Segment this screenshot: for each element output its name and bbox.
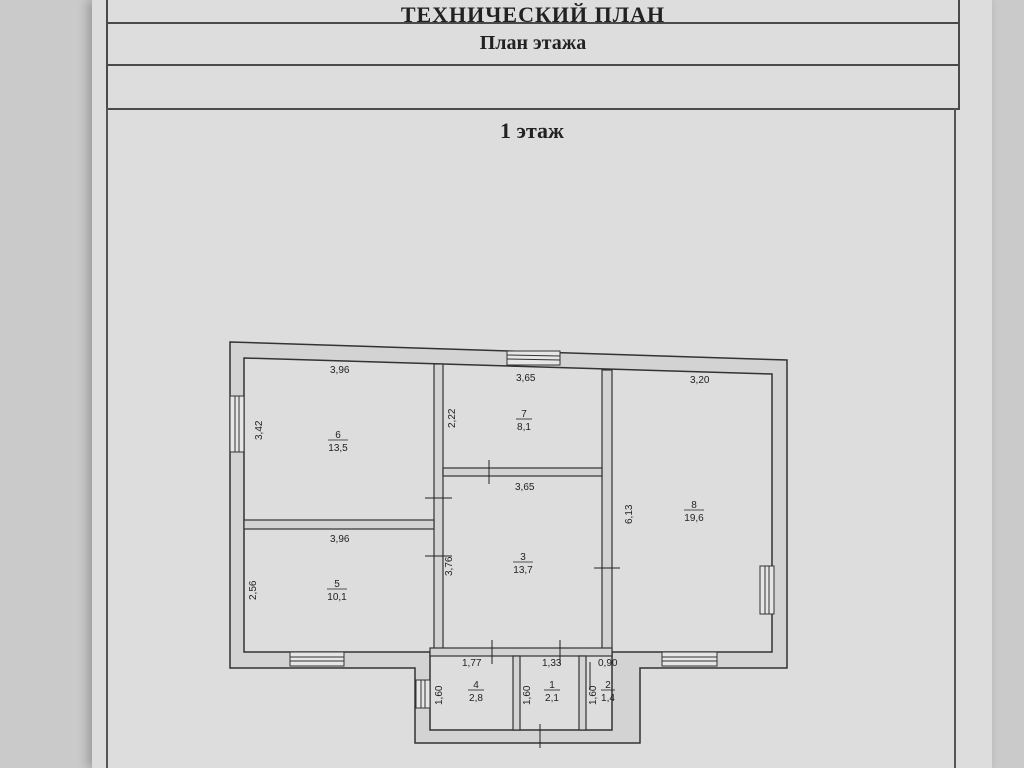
dim-room6-height: 3,42 bbox=[254, 420, 265, 440]
dim-room3-width: 3,65 bbox=[515, 482, 535, 493]
room-area: 2,8 bbox=[469, 693, 483, 704]
dim-room8-width: 3,20 bbox=[690, 375, 710, 386]
room-area: 8,1 bbox=[517, 422, 531, 433]
room-area: 10,1 bbox=[327, 592, 347, 603]
frame-border-left bbox=[106, 108, 108, 768]
window-left bbox=[229, 395, 245, 453]
interior-walls bbox=[243, 363, 613, 731]
window-bottom-right bbox=[661, 651, 718, 667]
frame-border-right bbox=[954, 108, 956, 768]
room-number: 8 bbox=[691, 500, 697, 511]
room-area: 19,6 bbox=[684, 513, 704, 524]
dim-room6-width: 3,96 bbox=[330, 365, 350, 376]
room-number: 6 bbox=[335, 430, 341, 441]
dim-room5-height: 2,56 bbox=[248, 580, 259, 600]
room-area: 13,5 bbox=[328, 443, 348, 454]
room-number: 7 bbox=[521, 409, 527, 420]
dim-room4-width: 1,77 bbox=[462, 658, 482, 669]
room-labels: 6 13,5 7 8,1 8 19,6 5 10,1 3 13,7 4 2,8 bbox=[327, 409, 704, 704]
dim-room3-height: 3,76 bbox=[444, 556, 455, 576]
room-number: 5 bbox=[334, 579, 340, 590]
header-divider bbox=[108, 64, 958, 66]
room-5: 5 10,1 bbox=[327, 579, 347, 603]
room-7: 7 8,1 bbox=[516, 409, 532, 433]
dim-room7-height: 2,22 bbox=[447, 408, 458, 428]
document-subtitle: План этажа bbox=[479, 32, 587, 54]
outer-walls bbox=[229, 341, 788, 744]
windows bbox=[229, 350, 775, 709]
room-2: 2 1,4 bbox=[601, 680, 615, 704]
room-3: 3 13,7 bbox=[513, 552, 533, 576]
header-box: ТЕХНИЧЕСКИЙ ПЛАН План этажа bbox=[106, 0, 960, 110]
room-number: 3 bbox=[520, 552, 526, 563]
dim-room5-width: 3,96 bbox=[330, 534, 350, 545]
window-top bbox=[506, 350, 561, 366]
room-1: 1 2,1 bbox=[544, 680, 560, 704]
dim-room2-height: 1,60 bbox=[588, 685, 599, 705]
header-divider bbox=[108, 22, 958, 24]
dim-room1-width: 1,33 bbox=[542, 658, 562, 669]
window-bottom-left bbox=[289, 651, 345, 667]
room-8: 8 19,6 bbox=[684, 500, 704, 524]
room-number: 2 bbox=[605, 680, 611, 691]
room-number: 1 bbox=[549, 680, 555, 691]
window-small-room bbox=[415, 679, 431, 709]
room-4: 4 2,8 bbox=[468, 680, 484, 704]
dimension-labels: 3,96 3,42 3,65 2,22 3,20 6,13 3,65 3,76 … bbox=[248, 365, 710, 705]
window-right bbox=[759, 565, 775, 615]
room-area: 2,1 bbox=[545, 693, 559, 704]
dim-room4-height: 1,60 bbox=[434, 685, 445, 705]
room-area: 13,7 bbox=[513, 565, 533, 576]
dim-room2-width: 0,90 bbox=[598, 658, 618, 669]
room-area: 1,4 bbox=[601, 693, 615, 704]
room-6: 6 13,5 bbox=[328, 430, 348, 454]
door-marks bbox=[425, 460, 620, 748]
floor-title: 1 этаж bbox=[499, 118, 565, 143]
dim-room8-height: 6,13 bbox=[624, 504, 635, 524]
dim-room7-width: 3,65 bbox=[516, 373, 536, 384]
room-number: 4 bbox=[473, 680, 479, 691]
document-title: ТЕХНИЧЕСКИЙ ПЛАН bbox=[400, 2, 666, 27]
dim-room1-height: 1,60 bbox=[522, 685, 533, 705]
